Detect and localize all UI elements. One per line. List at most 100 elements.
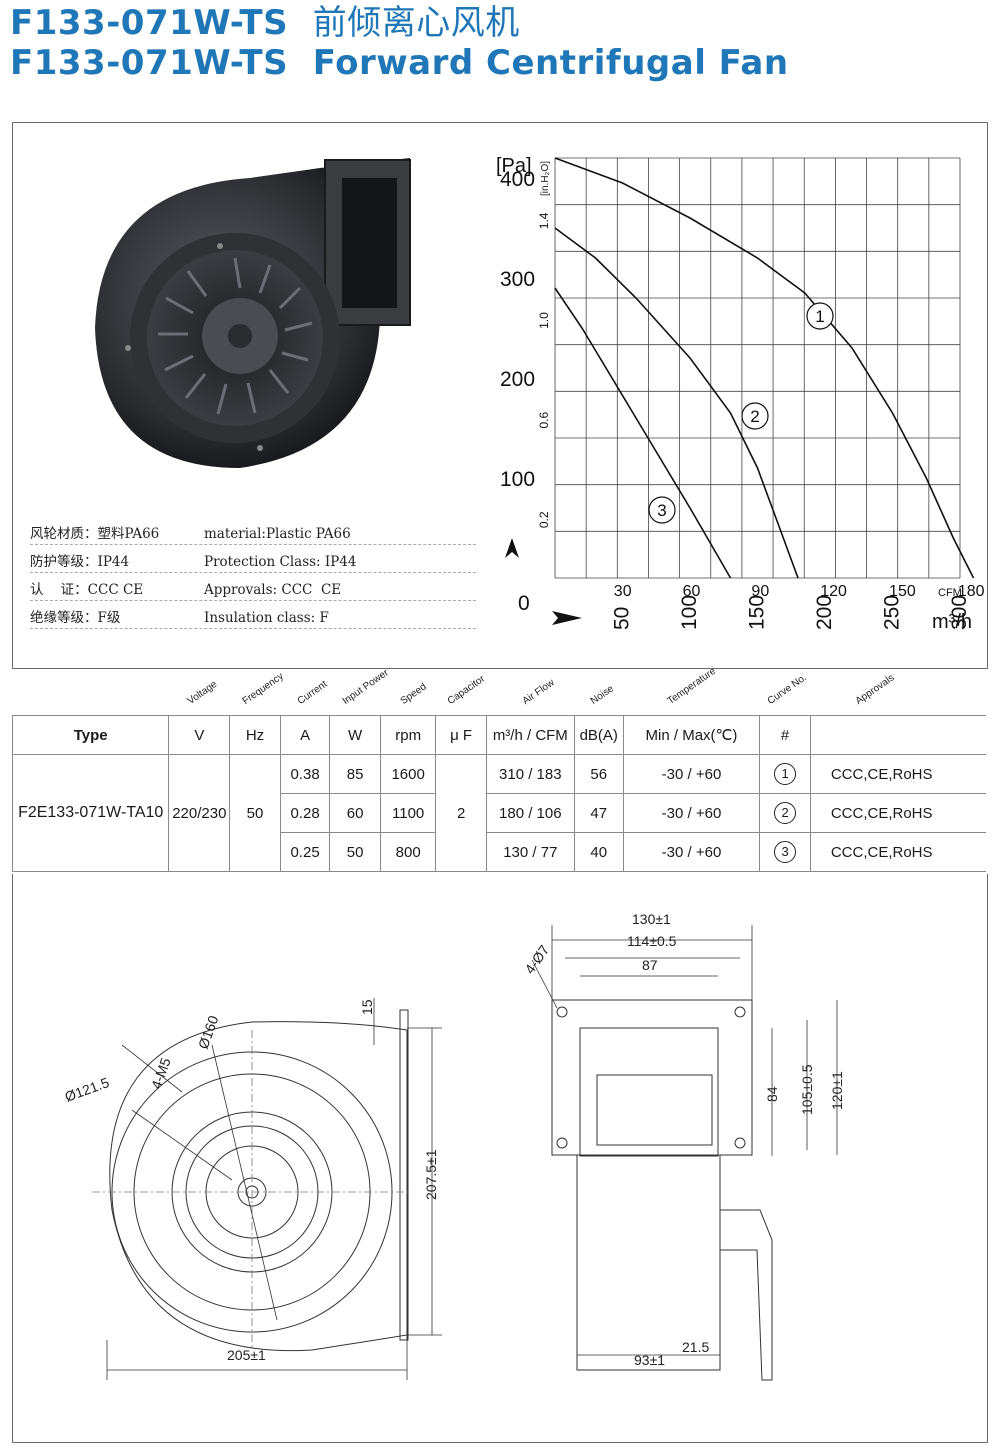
curve-number-badge: 3 (774, 841, 797, 863)
temp-cell: -30 / +60 (622, 832, 761, 872)
noise-cell: 47 (573, 793, 624, 833)
dim-105: 105±0.5 (799, 1064, 815, 1115)
y-tick-label: 400 (500, 168, 535, 191)
dim-15: 15 (359, 999, 375, 1015)
x-tick-m3h: 200 (813, 595, 836, 630)
curve-label-circle (806, 302, 834, 330)
x-tick-m3h: 50 (611, 607, 634, 630)
model-number: F133-071W-TS (10, 43, 289, 83)
column-header: Voltage (185, 678, 220, 707)
y-arrow-icon (505, 538, 519, 558)
y-tick-inner: 1.4 (537, 212, 551, 229)
approvals-cell: CCC,CE,RoHS (809, 793, 986, 833)
curve-label: 3 (657, 501, 666, 520)
temp-cell: -30 / +60 (622, 793, 761, 833)
y-tick-label: 300 (500, 268, 535, 291)
x-tick-cfm: 90 (751, 583, 769, 600)
unit-cell: μ F (435, 715, 487, 755)
unit-cell: A (279, 715, 331, 755)
spec-cn: 认 证：CCC CE (30, 582, 144, 598)
chart-series: 123 (554, 157, 975, 579)
temp-cell: -30 / +60 (622, 754, 761, 794)
column-header: Noise (588, 683, 616, 707)
spec-row: 防护等级：IP44 Protection Class: IP44 (30, 545, 476, 573)
speed-cell: 1600 (379, 754, 437, 794)
capacitor-cell: 2 (435, 754, 487, 872)
dim-120: 120±1 (829, 1071, 845, 1110)
dim-205: 205±1 (227, 1347, 266, 1363)
model-number: F133-071W-TS (10, 3, 289, 43)
table-row: F2E133-071W-TA10 220/230 50 0.38 85 1600… (11, 754, 986, 872)
unit-cell (809, 715, 986, 755)
column-header: Approvals (853, 672, 897, 707)
x-tick-cfm: 30 (614, 583, 632, 600)
dim-m5: 4-M5 (148, 1055, 174, 1091)
dim-84: 84 (764, 1086, 780, 1102)
table-row: 0.25 50 800 130 / 77 40 -30 / +60 3 CCC,… (13, 832, 986, 872)
x-tick-m3h: 150 (746, 595, 769, 630)
curve-2 (554, 227, 799, 579)
unit-cell: rpm (379, 715, 437, 755)
x-tick-cfm: 150 (889, 583, 916, 600)
y-unit-inner: [in.H₂O] (540, 161, 551, 196)
x-tick-cfm: 60 (683, 583, 701, 600)
dim-87: 87 (642, 957, 658, 973)
voltage-cell: 220/230 (168, 754, 231, 872)
unit-cell: dB(A) (573, 715, 624, 755)
unit-cell: m³/h / CFM (485, 715, 575, 755)
type-header: Type (11, 715, 170, 755)
curve-3 (554, 287, 732, 579)
column-header: Air Flow (520, 677, 557, 707)
dimension-drawings: 205±1 207.5±1 15 Ø160 4-M5 Ø121.5 130±1 … (63, 911, 845, 1381)
column-header: Frequency (240, 670, 286, 707)
column-header: Curve No. (765, 672, 809, 707)
x-unit-cfm: CFM (938, 587, 962, 599)
unit-cell: Min / Max(℃) (622, 715, 761, 755)
spec-table: Type V Hz A W rpm μ F m³/h / CFM dB(A) M… (11, 715, 986, 872)
y-tick-label: 200 (500, 368, 535, 391)
y-tick-label: 100 (500, 468, 535, 491)
unit-cell: V (168, 715, 231, 755)
title-en: Forward Centrifugal Fan (312, 43, 789, 83)
column-header: Capacitor (445, 673, 488, 707)
page-title-cn: F133-071W-TS 前倾离心风机 (10, 6, 520, 40)
y-tick-inner: 1.0 (537, 312, 551, 329)
x-tick-cfm: 180 (958, 583, 985, 600)
power-cell: 50 (329, 832, 381, 872)
column-header: Current (295, 678, 330, 707)
y-tick-label: 0 (518, 592, 530, 615)
frequency-cell: 50 (229, 754, 281, 872)
power-cell: 60 (329, 793, 381, 833)
curve-cell: 2 (759, 793, 811, 833)
dim-215: 21.5 (682, 1339, 709, 1355)
curve-1 (554, 157, 975, 579)
y-tick-inner: 0.2 (537, 511, 551, 528)
spec-cn: 防护等级：IP44 (30, 554, 130, 570)
drawing-frame (12, 874, 988, 1443)
spec-en: material:Plastic PA66 (204, 526, 351, 542)
speed-cell: 1100 (379, 793, 437, 833)
speed-cell: 800 (379, 832, 437, 872)
product-frame (12, 122, 988, 669)
curve-label-circle (741, 402, 769, 430)
x-unit-m3h: m³/h (932, 611, 972, 633)
dim-d160: Ø160 (195, 1013, 222, 1051)
curve-label: 1 (815, 307, 824, 326)
spec-en: Protection Class: IP44 (204, 554, 357, 570)
spec-en: Approvals: CCC CE (204, 582, 342, 598)
column-header: Speed (398, 681, 429, 707)
curve-cell: 3 (759, 832, 811, 872)
current-cell: 0.38 (279, 754, 331, 794)
x-tick-m3h: 300 (948, 595, 971, 630)
y-tick-inner: 0.6 (537, 412, 551, 429)
dim-93: 93±1 (634, 1352, 665, 1368)
dim-hole: 4-Ø7 (521, 942, 552, 977)
curve-number-badge: 1 (774, 763, 797, 785)
dim-130: 130±1 (632, 911, 671, 927)
unit-cell: # (759, 715, 811, 755)
column-header: Temperature (665, 665, 718, 707)
